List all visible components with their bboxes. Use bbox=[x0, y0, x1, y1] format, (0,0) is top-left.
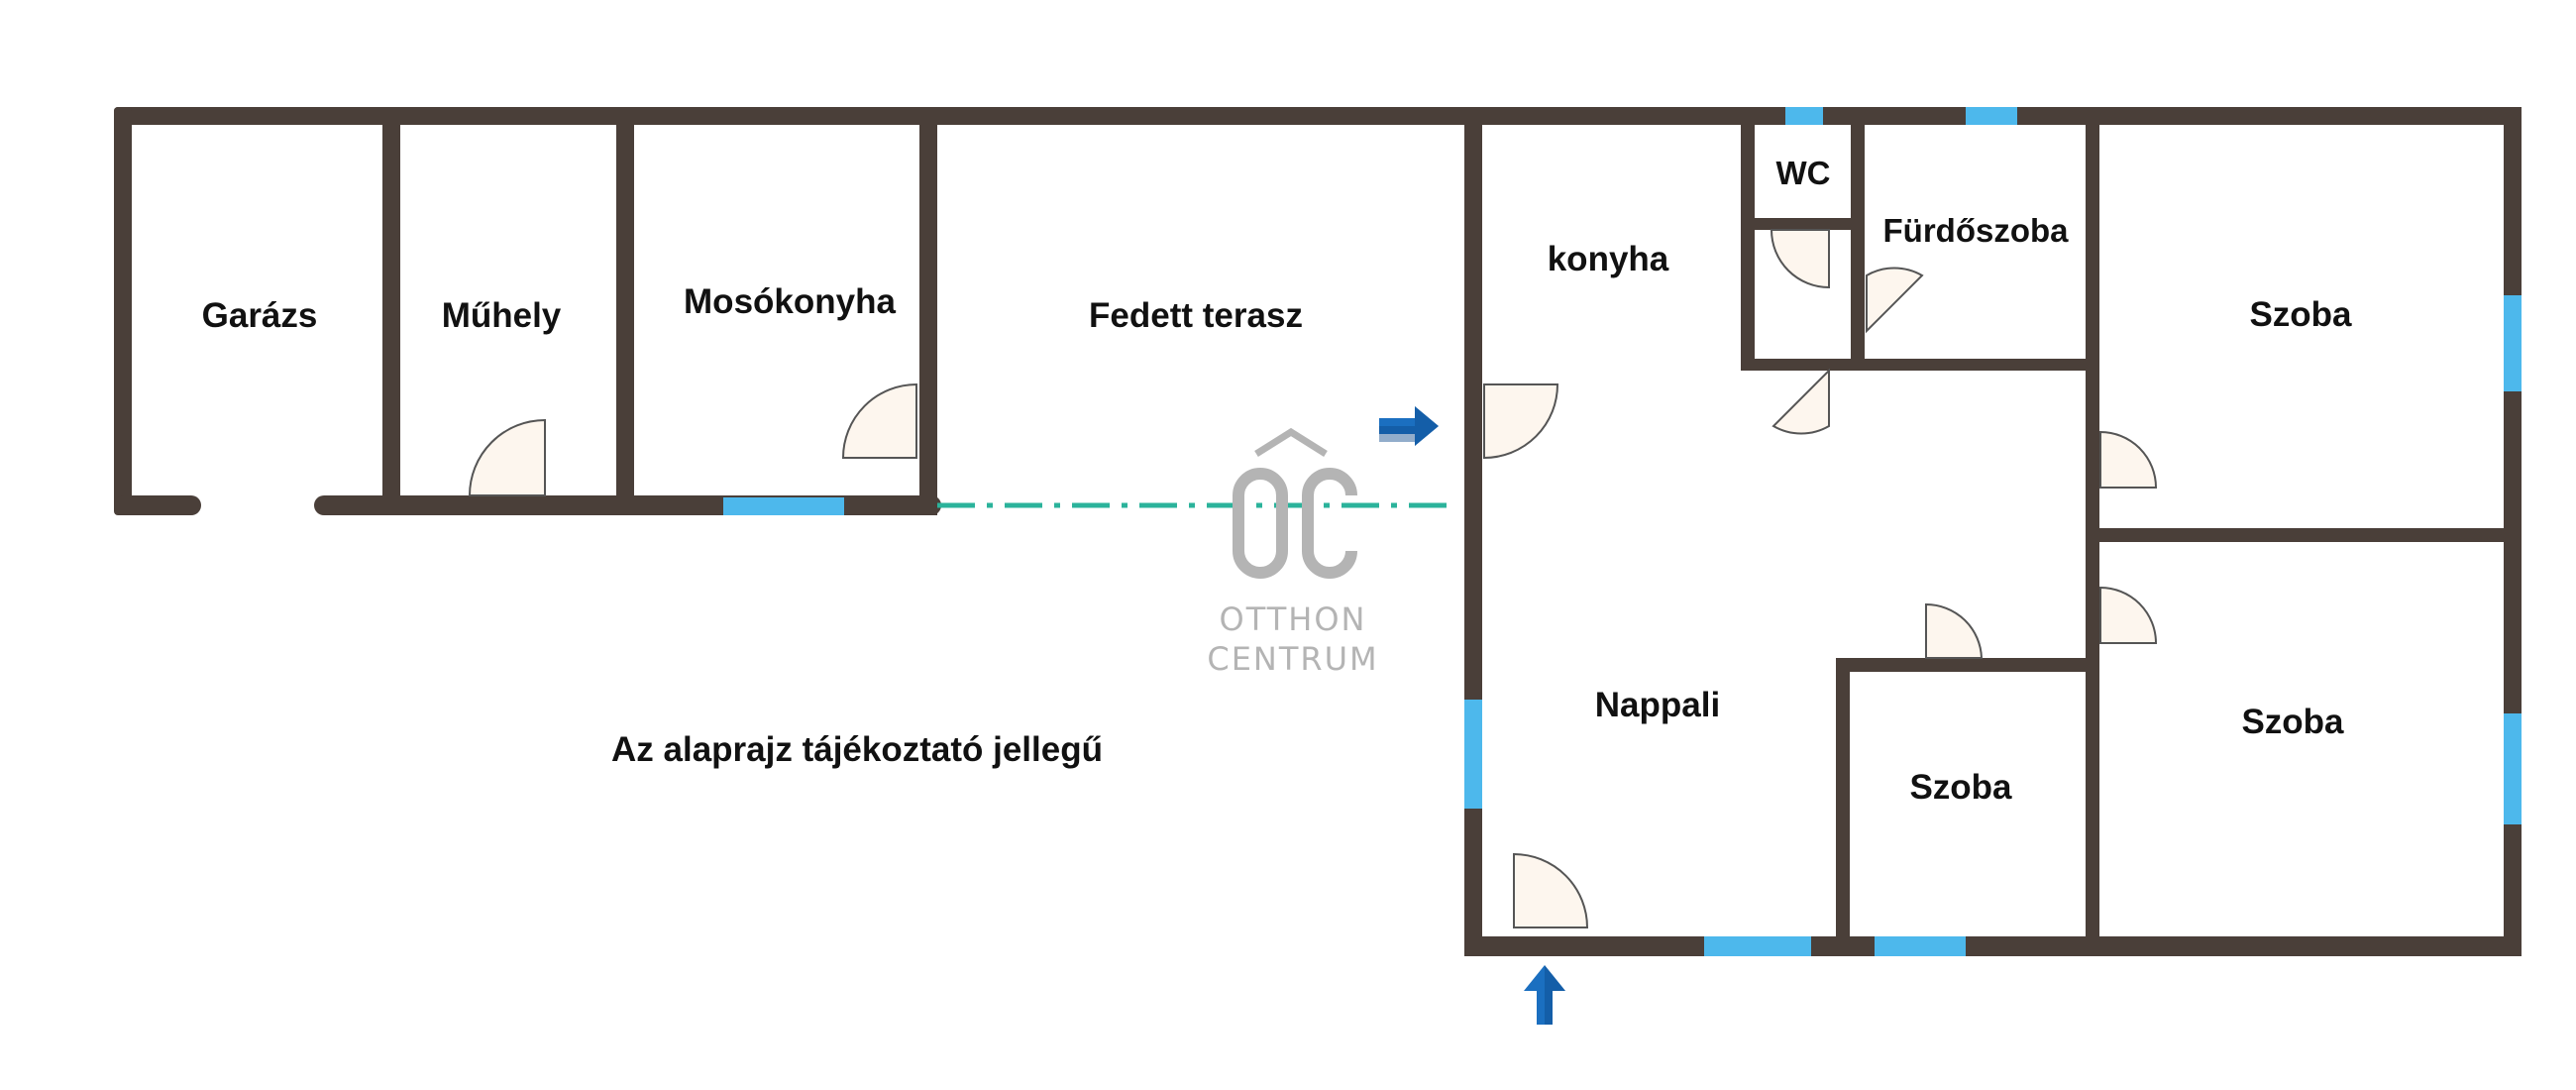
door-workshop bbox=[468, 418, 546, 496]
logo-line2: CENTRUM bbox=[1207, 640, 1378, 678]
window-living-left bbox=[1464, 700, 1482, 809]
label-szoba-small: Szoba bbox=[1909, 768, 2012, 807]
wall-wc-bottom bbox=[1741, 218, 1865, 230]
label-szoba-bottom-right: Szoba bbox=[2241, 703, 2344, 741]
disclaimer-note: Az alaprajz tájékoztató jellegű bbox=[611, 730, 1103, 769]
wall-small-room-left bbox=[1836, 658, 1850, 956]
windows bbox=[723, 107, 2522, 956]
door-main-entry bbox=[1513, 852, 1589, 928]
window-living-bottom bbox=[1704, 936, 1811, 956]
wall-wc-right bbox=[1851, 107, 1865, 370]
logo-o-shape bbox=[1233, 468, 1288, 579]
label-wc: WC bbox=[1776, 155, 1831, 191]
label-muhely: Műhely bbox=[442, 296, 562, 335]
doors bbox=[468, 229, 2158, 928]
door-wc bbox=[1770, 229, 1830, 289]
door-room-top-right bbox=[2099, 430, 2158, 489]
label-fedett-terasz: Fedett terasz bbox=[1089, 296, 1303, 335]
otthon-centrum-logo: OTTHON CENTRUM bbox=[1207, 427, 1378, 678]
entry-arrow-main bbox=[1524, 965, 1565, 1025]
walls bbox=[114, 107, 2522, 956]
door-bathroom bbox=[1866, 267, 1924, 334]
label-szoba-top-right: Szoba bbox=[2249, 295, 2352, 334]
wall-laundry-terrace bbox=[919, 107, 937, 515]
window-bathroom bbox=[1966, 107, 2017, 125]
label-konyha: konyha bbox=[1548, 240, 1669, 278]
wall-small-room-top bbox=[1836, 658, 2099, 672]
label-mosokonyha: Mosókonyha bbox=[684, 282, 896, 321]
door-small-room bbox=[1925, 602, 1984, 659]
door-kitchen-entry bbox=[1483, 383, 1559, 460]
logo-line1: OTTHON bbox=[1220, 600, 1367, 638]
logo-c-shape bbox=[1302, 468, 1357, 579]
wall-house-left bbox=[1464, 107, 1482, 956]
window-room-right-top bbox=[2504, 295, 2522, 391]
room-labels: Garázs Műhely Mosókonyha Fedett terasz k… bbox=[202, 155, 2352, 807]
label-furdoszoba: Fürdőszoba bbox=[1883, 212, 2070, 249]
window-small-room-bottom bbox=[1875, 936, 1966, 956]
door-room-bottom-right bbox=[2099, 586, 2158, 644]
wall-workshop-laundry bbox=[616, 107, 634, 515]
wall-bath-bottom bbox=[1741, 359, 2099, 371]
wall-house-bottom bbox=[1464, 936, 2522, 956]
window-wc bbox=[1785, 107, 1823, 125]
label-garazs: Garázs bbox=[202, 296, 318, 335]
window-room-right-bottom bbox=[2504, 713, 2522, 824]
wall-top bbox=[114, 107, 2522, 125]
door-laundry bbox=[841, 382, 917, 459]
door-hallway bbox=[1771, 368, 1830, 435]
wall-outbuilding-bottom-left bbox=[114, 495, 201, 515]
wall-left bbox=[114, 107, 132, 515]
wall-rooms-divider bbox=[2086, 528, 2522, 542]
label-nappali: Nappali bbox=[1595, 686, 1720, 724]
logo-roof-icon bbox=[1254, 427, 1328, 457]
window-laundry bbox=[723, 497, 844, 515]
entry-arrow-terrace bbox=[1379, 406, 1439, 446]
wall-garage-workshop bbox=[382, 107, 400, 515]
wall-wc-left bbox=[1741, 107, 1755, 370]
